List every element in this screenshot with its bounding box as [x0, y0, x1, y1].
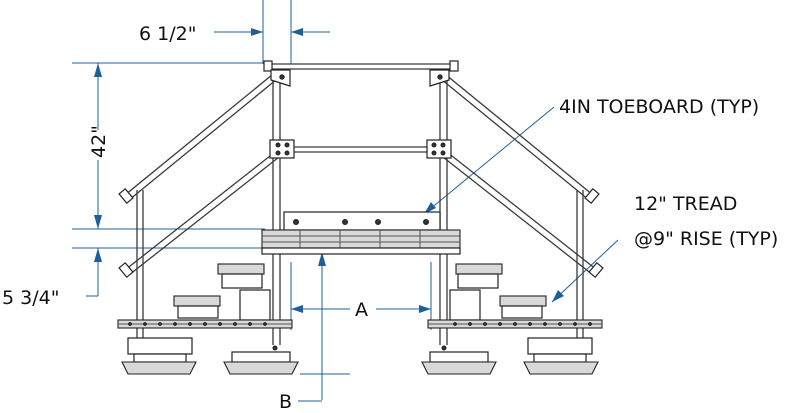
tread-label-line1: 12" TREAD	[634, 193, 737, 215]
tread-label-line2: @9" RISE (TYP)	[634, 228, 778, 250]
dimension-6-half	[214, 0, 330, 64]
right-stringer-holes	[453, 322, 592, 326]
toeboard-label: 4IN TOEBOARD (TYP)	[559, 96, 759, 118]
dim-label-b: B	[279, 391, 292, 413]
right-stair	[421, 263, 603, 375]
dim-label-42: 42"	[88, 125, 110, 158]
top-guardrail	[263, 60, 459, 153]
tread-leader	[551, 239, 619, 303]
dimension-b	[298, 252, 350, 402]
left-stair	[117, 263, 299, 375]
dim-label-5-three-quarter: 5 3/4"	[2, 287, 59, 309]
dim-label-a: A	[355, 299, 368, 321]
dim-label-6-half: 6 1/2"	[139, 23, 196, 45]
dimension-5-three-quarter	[72, 247, 265, 297]
right-handrails	[433, 69, 604, 340]
dimension-42-inch	[72, 62, 265, 230]
platform-posts	[269, 69, 452, 345]
toeboard	[283, 211, 441, 231]
left-stringer-holes	[128, 322, 267, 326]
toeboard-leader	[423, 106, 555, 215]
left-handrails	[118, 69, 289, 340]
dimension-a	[290, 262, 432, 330]
platform-deck	[261, 229, 461, 255]
